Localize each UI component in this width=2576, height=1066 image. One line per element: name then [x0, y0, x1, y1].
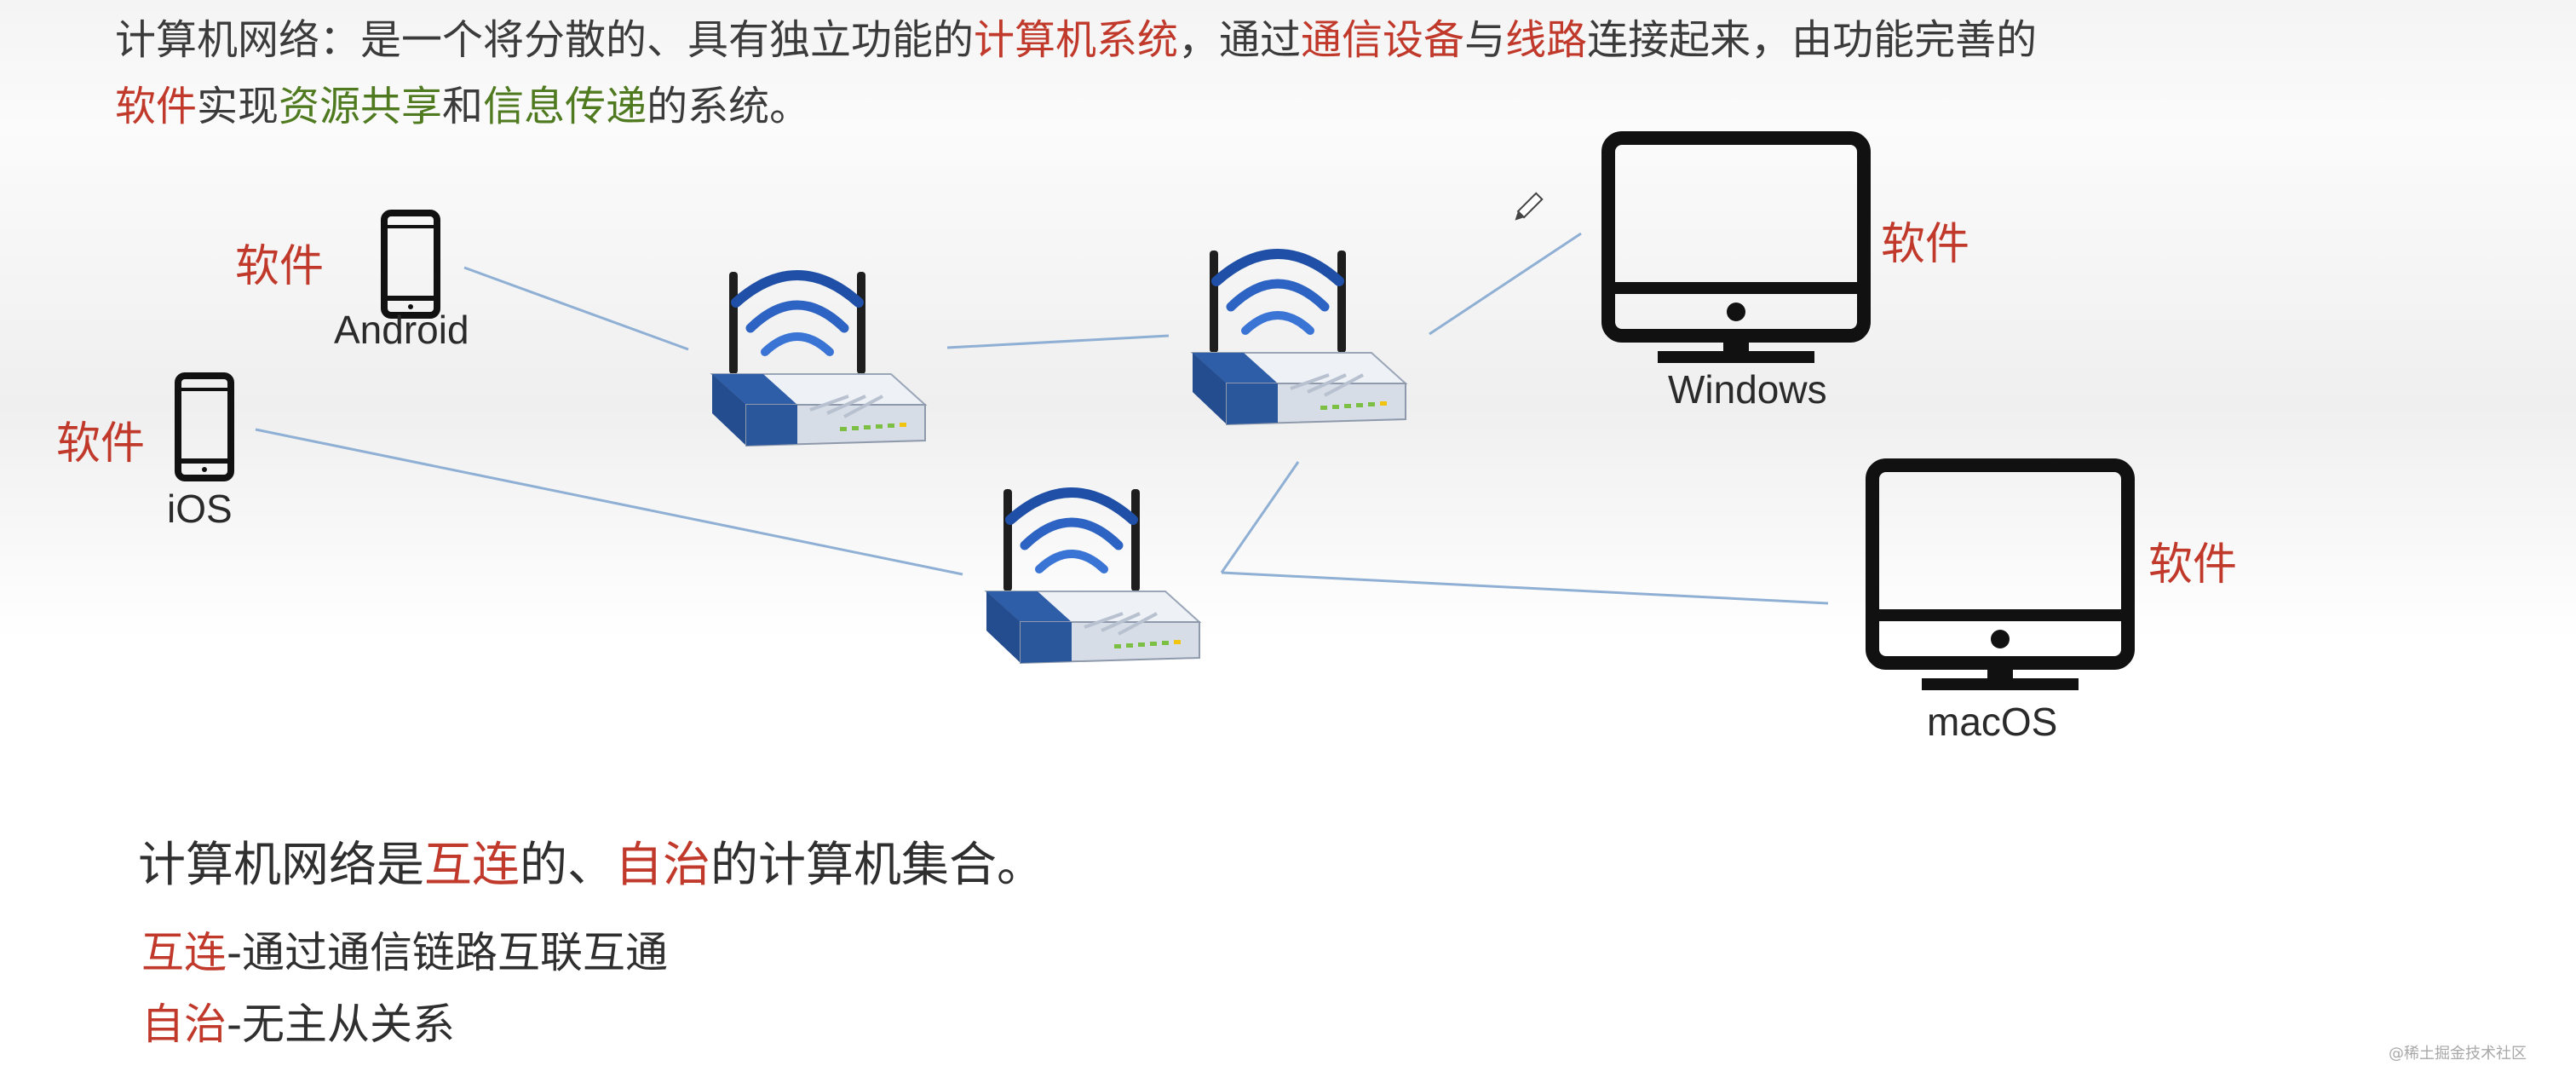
macos-label: macOS	[1927, 700, 2058, 744]
term-autonomous: 自治	[615, 838, 710, 893]
macos-software-label: 软件	[2148, 539, 2238, 591]
wifi-router-icon	[986, 489, 1199, 663]
pencil-cursor-icon	[1515, 192, 1544, 221]
interconnect-definition: 互连-通过通信链路互联互通	[141, 919, 668, 980]
definition-text: 和	[442, 83, 484, 130]
smartphone-icon	[384, 213, 437, 315]
definition-text: ，通过	[1178, 16, 1302, 64]
link-android-router1	[463, 266, 689, 351]
ios-label: iOS	[167, 487, 233, 531]
summary-text: 计算机网络是	[138, 838, 424, 893]
definition-text: 计算机网络：是一个将分散的、具有独立功能的	[115, 16, 975, 64]
android-label: Android	[334, 308, 469, 352]
link-router2-windows	[1429, 232, 1582, 336]
summary-text: 的计算机集合。	[710, 838, 1044, 893]
autonomous-term: 自治	[141, 1000, 227, 1049]
term-link: 线路	[1505, 16, 1588, 64]
term-software: 软件	[115, 83, 198, 130]
windows-software-label: 软件	[1881, 219, 1970, 270]
wifi-router-icon	[1193, 251, 1406, 424]
definition-line-2: 软件实现资源共享和信息传递的系统。	[115, 78, 810, 135]
link-ios-router3	[255, 428, 963, 576]
monitor-icon	[1608, 138, 1864, 363]
ios-software-label: 软件	[56, 418, 146, 470]
watermark: @稀土掘金技术社区	[2389, 1045, 2527, 1063]
interconnect-term: 互连	[141, 928, 227, 977]
summary-text: 的、	[520, 838, 615, 893]
term-communication-device: 通信设备	[1301, 16, 1465, 64]
wifi-router-icon	[712, 272, 925, 446]
term-information-transfer: 信息传递	[483, 83, 647, 130]
interconnect-desc: -通过通信链路互联互通	[227, 928, 669, 977]
definition-text: 与	[1464, 16, 1506, 64]
network-links	[255, 232, 1829, 605]
link-router1-router2	[946, 334, 1170, 349]
term-computer-system: 计算机系统	[974, 16, 1179, 64]
android-software-label: 软件	[235, 241, 325, 292]
windows-label: Windows	[1668, 367, 1827, 412]
term-interconnect: 互连	[424, 838, 520, 893]
definition-text: 实现	[197, 83, 279, 130]
monitor-icon	[1872, 465, 2128, 690]
term-resource-sharing: 资源共享	[279, 83, 443, 130]
link-router3-macos	[1221, 571, 1829, 605]
definition-line-1: 计算机网络：是一个将分散的、具有独立功能的计算机系统，通过通信设备与线路连接起来…	[115, 12, 2037, 68]
summary-line: 计算机网络是互连的、自治的计算机集合。	[138, 827, 1044, 896]
definition-text: 连接起来，由功能完善的	[1587, 16, 2038, 64]
link-router2-router3	[1220, 461, 1300, 573]
smartphone-icon	[178, 376, 231, 478]
definition-text: 的系统。	[647, 83, 811, 130]
autonomous-definition: 自治-无主从关系	[141, 990, 455, 1052]
autonomous-desc: -无主从关系	[227, 1000, 456, 1049]
